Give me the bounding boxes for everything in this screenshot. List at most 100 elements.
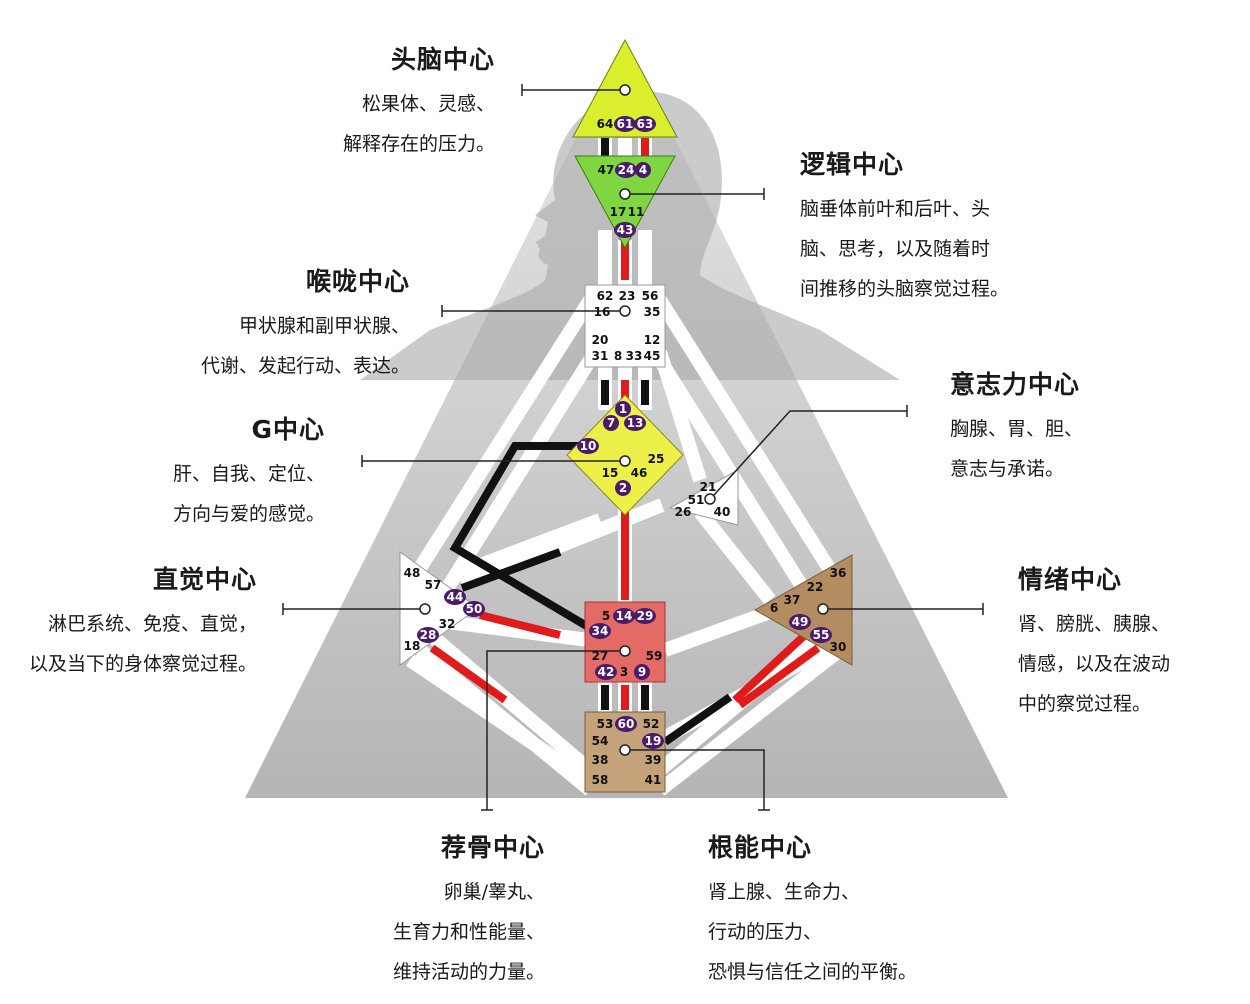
active-gate-marker bbox=[444, 589, 466, 605]
gate-will-51[interactable]: 51 bbox=[688, 493, 705, 507]
gate-ajna-43[interactable]: 43 bbox=[617, 223, 634, 237]
label-line: 淋巴系统、免疫、直觉， bbox=[47, 613, 257, 635]
label-sacral: 荐骨中心 卵巢/睾丸、 生育力和性能量、 维持活动的力量。 bbox=[330, 828, 545, 992]
gate-throat-56[interactable]: 56 bbox=[642, 289, 659, 303]
active-gate-marker bbox=[810, 627, 832, 643]
gate-g-15[interactable]: 15 bbox=[602, 466, 619, 480]
gate-spleen-28[interactable]: 28 bbox=[420, 628, 437, 642]
g-center[interactable] bbox=[566, 394, 684, 516]
label-line: 方向与爱的感觉。 bbox=[172, 503, 325, 525]
label-title: 头脑中心 bbox=[390, 45, 495, 74]
gate-throat-23[interactable]: 23 bbox=[619, 289, 636, 303]
label-emotional: 情绪中心 肾、膀胱、胰腺、 情感，以及在波动 中的察觉过程。 bbox=[1018, 560, 1238, 724]
gate-root-38[interactable]: 38 bbox=[592, 753, 609, 767]
gate-sacral-27[interactable]: 27 bbox=[592, 649, 609, 663]
gate-sacral-34[interactable]: 34 bbox=[592, 624, 609, 638]
gate-root-52[interactable]: 52 bbox=[643, 717, 660, 731]
gate-ajna-47[interactable]: 47 bbox=[598, 163, 615, 177]
gate-throat-16[interactable]: 16 bbox=[594, 305, 611, 319]
active-gate-marker bbox=[624, 415, 646, 431]
gate-g-1[interactable]: 1 bbox=[619, 402, 627, 416]
gate-throat-20[interactable]: 20 bbox=[592, 333, 609, 347]
label-ajna: 逻辑中心 脑垂体前叶和后叶、头 脑、思考，以及随着时 间推移的头脑察觉过程。 bbox=[800, 145, 1080, 309]
gate-head-63[interactable]: 63 bbox=[637, 117, 654, 131]
gate-ajna-17[interactable]: 17 bbox=[610, 205, 627, 219]
label-line: 代谢、发起行动、表达。 bbox=[200, 355, 410, 377]
gate-spleen-32[interactable]: 32 bbox=[439, 617, 456, 631]
gate-emotional-37[interactable]: 37 bbox=[784, 593, 801, 607]
gate-sacral-59[interactable]: 59 bbox=[646, 649, 663, 663]
active-gate-marker bbox=[589, 623, 611, 639]
ajna-center[interactable] bbox=[574, 155, 676, 250]
label-line: 松果体、灵感、 bbox=[361, 93, 495, 115]
gate-g-46[interactable]: 46 bbox=[631, 466, 648, 480]
gate-throat-33[interactable]: 33 bbox=[626, 349, 643, 363]
gate-throat-8[interactable]: 8 bbox=[614, 349, 622, 363]
active-gate-marker bbox=[615, 401, 631, 417]
gate-throat-35[interactable]: 35 bbox=[644, 305, 661, 319]
gate-root-58[interactable]: 58 bbox=[592, 773, 609, 787]
gate-throat-31[interactable]: 31 bbox=[592, 349, 609, 363]
gate-g-2[interactable]: 2 bbox=[619, 481, 627, 495]
gate-root-39[interactable]: 39 bbox=[645, 753, 662, 767]
active-gate-marker bbox=[614, 116, 636, 132]
label-title: 情绪中心 bbox=[1018, 565, 1123, 594]
gate-throat-45[interactable]: 45 bbox=[644, 349, 661, 363]
gate-spleen-44[interactable]: 44 bbox=[447, 590, 464, 604]
active-gate-marker bbox=[613, 608, 635, 624]
will-center[interactable] bbox=[668, 469, 739, 526]
gate-sacral-14[interactable]: 14 bbox=[616, 609, 633, 623]
gate-spleen-18[interactable]: 18 bbox=[404, 639, 421, 653]
gate-spleen-57[interactable]: 57 bbox=[425, 578, 442, 592]
gate-ajna-11[interactable]: 11 bbox=[628, 205, 645, 219]
label-title: 逻辑中心 bbox=[800, 150, 905, 179]
gate-root-41[interactable]: 41 bbox=[645, 773, 662, 787]
gate-sacral-9[interactable]: 9 bbox=[638, 665, 646, 679]
active-gate-marker bbox=[595, 664, 617, 680]
gate-emotional-55[interactable]: 55 bbox=[813, 628, 830, 642]
label-line: 脑、思考，以及随着时 bbox=[800, 238, 991, 260]
label-head: 头脑中心 松果体、灵感、 解释存在的压力。 bbox=[290, 40, 495, 164]
gate-emotional-30[interactable]: 30 bbox=[830, 640, 847, 654]
label-title: 直觉中心 bbox=[152, 565, 257, 594]
active-gate-marker bbox=[789, 614, 811, 630]
gate-will-40[interactable]: 40 bbox=[714, 505, 731, 519]
label-line: 中的察觉过程。 bbox=[1018, 693, 1152, 715]
gate-throat-62[interactable]: 62 bbox=[597, 289, 614, 303]
label-line: 甲状腺和副甲状腺、 bbox=[238, 315, 410, 337]
gate-ajna-24[interactable]: 24 bbox=[618, 163, 635, 177]
gate-g-13[interactable]: 13 bbox=[627, 416, 644, 430]
gate-head-61[interactable]: 61 bbox=[617, 117, 634, 131]
gate-root-53[interactable]: 53 bbox=[597, 717, 614, 731]
gate-emotional-22[interactable]: 22 bbox=[807, 580, 824, 594]
gate-will-21[interactable]: 21 bbox=[700, 480, 717, 494]
gate-g-7[interactable]: 7 bbox=[607, 416, 615, 430]
gate-root-60[interactable]: 60 bbox=[618, 717, 635, 731]
gate-emotional-49[interactable]: 49 bbox=[792, 615, 809, 629]
label-root: 根能中心 肾上腺、生命力、 行动的压力、 恐惧与信任之间的平衡。 bbox=[708, 828, 978, 992]
gate-emotional-36[interactable]: 36 bbox=[830, 566, 847, 580]
gate-root-54[interactable]: 54 bbox=[592, 734, 609, 748]
gate-g-10[interactable]: 10 bbox=[580, 439, 597, 453]
gate-spleen-50[interactable]: 50 bbox=[466, 602, 483, 616]
label-title: G中心 bbox=[251, 415, 325, 444]
label-line: 脑垂体前叶和后叶、头 bbox=[800, 198, 991, 220]
label-line: 恐惧与信任之间的平衡。 bbox=[708, 961, 918, 983]
gate-will-26[interactable]: 26 bbox=[675, 505, 692, 519]
gate-sacral-29[interactable]: 29 bbox=[637, 609, 654, 623]
active-gate-marker bbox=[634, 116, 656, 132]
gate-sacral-5[interactable]: 5 bbox=[602, 609, 610, 623]
throat-center[interactable] bbox=[584, 284, 666, 368]
active-gate-marker bbox=[463, 601, 485, 617]
gate-spleen-48[interactable]: 48 bbox=[404, 566, 421, 580]
label-title: 喉咙中心 bbox=[305, 267, 410, 296]
gate-root-19[interactable]: 19 bbox=[645, 734, 662, 748]
gate-sacral-3[interactable]: 3 bbox=[620, 665, 628, 679]
gate-ajna-4[interactable]: 4 bbox=[639, 163, 647, 177]
gate-g-25[interactable]: 25 bbox=[648, 452, 665, 466]
gate-throat-12[interactable]: 12 bbox=[644, 333, 661, 347]
gate-emotional-6[interactable]: 6 bbox=[770, 601, 778, 615]
gate-head-64[interactable]: 64 bbox=[597, 117, 614, 131]
gate-sacral-42[interactable]: 42 bbox=[598, 665, 615, 679]
